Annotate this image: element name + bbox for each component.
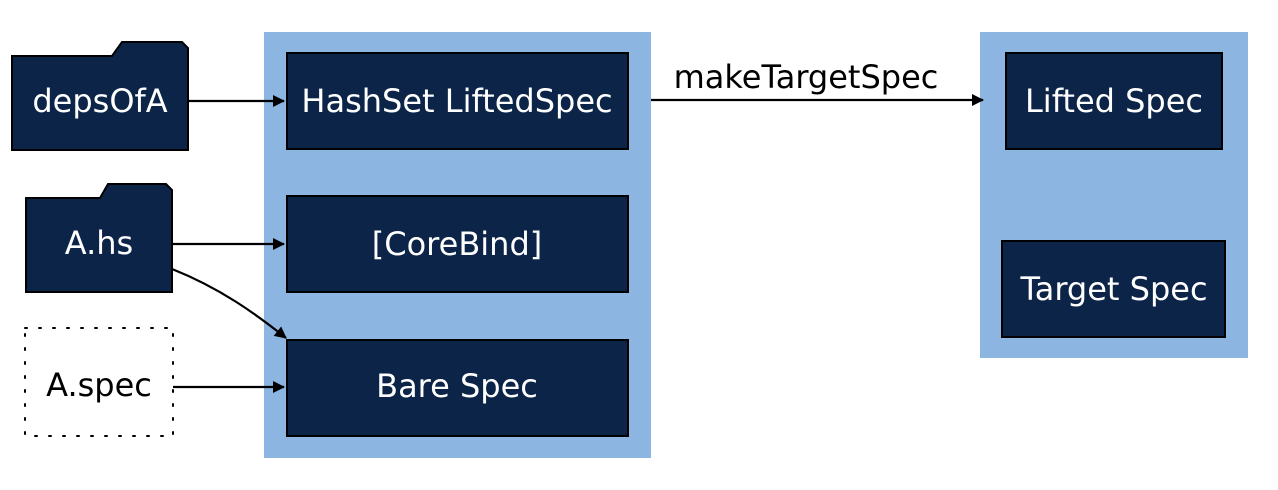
make-target-spec-label: makeTargetSpec <box>674 58 939 96</box>
a-spec-label: A.spec <box>46 366 152 404</box>
bare-spec-label: Bare Spec <box>376 367 538 405</box>
lifted-spec-label: Lifted Spec <box>1025 82 1203 120</box>
depsOfA-label: depsOfA <box>32 82 167 120</box>
corebind-label: [CoreBind] <box>372 225 542 263</box>
a-hs-folder-node: A.hs <box>25 183 173 293</box>
hashset-lifted-spec-label: HashSet LiftedSpec <box>301 82 612 120</box>
a-spec-dotted-node: A.spec <box>24 327 174 437</box>
a-hs-label: A.hs <box>65 224 133 262</box>
lifted-spec-node: Lifted Spec <box>1005 52 1223 150</box>
depsOfA-folder-node: depsOfA <box>11 41 189 151</box>
target-spec-label: Target Spec <box>1019 270 1207 308</box>
hashset-lifted-spec-node: HashSet LiftedSpec <box>286 52 629 150</box>
edge-a-hs-to-bare-spec <box>171 267 287 339</box>
target-spec-node: Target Spec <box>1001 240 1226 338</box>
corebind-node: [CoreBind] <box>286 195 629 293</box>
bare-spec-node: Bare Spec <box>286 339 629 437</box>
